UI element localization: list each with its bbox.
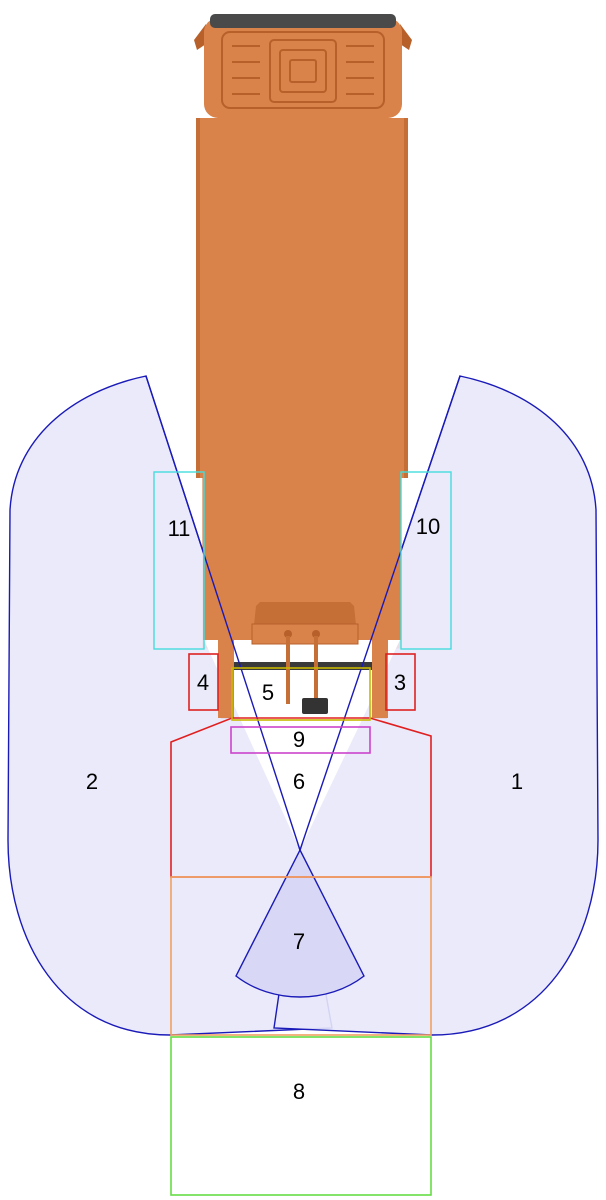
cab-windscreen <box>210 14 396 28</box>
truck-body-edge-right <box>404 118 408 478</box>
zone-2-area <box>7 375 333 1036</box>
zone-3-label: 3 <box>394 670 406 695</box>
cab-roof-pattern <box>221 31 385 109</box>
rear-hopper-plate-overlay <box>251 623 359 645</box>
zone-7-box <box>170 876 432 1036</box>
zone-9-label: 9 <box>293 727 305 752</box>
zone-11-label: 11 <box>168 516 191 541</box>
zone-5-area <box>231 667 371 721</box>
cab-mirror-left <box>194 24 206 50</box>
zone-1-boundary <box>299 375 461 851</box>
zone-7-area <box>235 848 365 998</box>
zone-1-label: 1 <box>511 769 523 794</box>
zone-4-label: 4 <box>197 670 209 695</box>
rear-step-left-overlay <box>218 636 234 718</box>
zone-11-area <box>153 471 205 650</box>
zone-3-area <box>385 653 416 711</box>
zone-8-label: 8 <box>293 1079 305 1104</box>
zone-4-area <box>188 653 219 711</box>
zone-1-area <box>273 375 599 1036</box>
truck-body <box>196 118 408 478</box>
zone-2-boundary <box>145 375 301 851</box>
cab-mirror-right <box>400 24 412 50</box>
rear-step-right-overlay <box>372 636 388 718</box>
rear-bar-overlay <box>234 662 372 670</box>
zone-9-area <box>230 726 371 754</box>
zone-overlap-white <box>204 640 400 850</box>
zone-6-label: 6 <box>293 769 305 794</box>
zone-2-label: 2 <box>86 769 98 794</box>
zone-7-label: 7 <box>293 929 305 954</box>
truck-body-edge <box>196 118 200 478</box>
zone-10-area <box>400 471 452 650</box>
zone-5-label: 5 <box>262 680 274 705</box>
zone-10-label: 10 <box>416 514 440 539</box>
zone-8-area <box>170 1036 432 1196</box>
